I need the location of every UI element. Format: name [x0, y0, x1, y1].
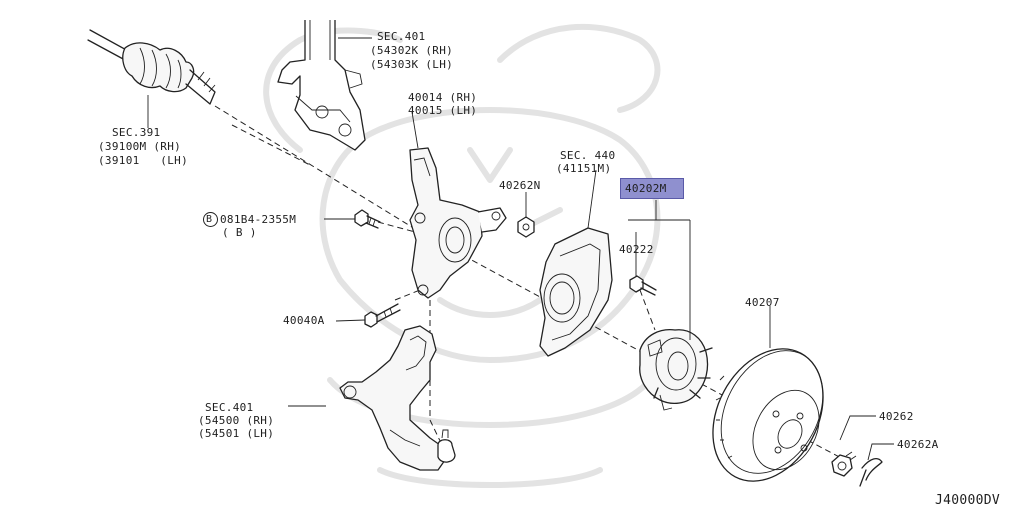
strut-rh-label: (54302K (RH)	[370, 44, 454, 57]
hub-nut-40262	[831, 451, 857, 477]
bolt-b-part-label: 081B4-2355M	[220, 213, 297, 226]
hub-bolt-label: 40222	[619, 243, 654, 256]
strut-bracket	[277, 20, 366, 151]
cotter-pin-label: 40262A	[897, 438, 939, 451]
drive-shaft	[87, 29, 216, 105]
bolt-b-qty-label: ( B )	[222, 226, 257, 239]
bolt-b-symbol-letter: B	[206, 214, 213, 225]
bolt-b-symbol: B	[203, 212, 218, 227]
nut-40262-label: 40262	[879, 410, 914, 423]
hub-assembly-label: 40202M	[625, 182, 667, 195]
baffle-part-label: (41151M)	[556, 162, 612, 175]
lower-control-arm	[339, 325, 456, 471]
strut-lh-label: (54303K (LH)	[370, 58, 454, 71]
steering-knuckle	[409, 147, 507, 299]
lower-arm-lh-label: (54501 (LH)	[198, 427, 275, 440]
bolt-081b4	[354, 209, 381, 229]
baffle-sec-label: SEC. 440	[560, 149, 616, 162]
nut-40262n-label: 40262N	[499, 179, 541, 192]
diagram-code: J40000DV	[935, 493, 1001, 508]
lower-arm-rh-label: (54500 (RH)	[198, 414, 275, 427]
brake-disc-rotor	[712, 348, 824, 482]
knuckle-rh-label: 40014 (RH)	[408, 91, 478, 104]
bolt-40040a-label: 40040A	[283, 314, 325, 327]
driveshaft-lh-label: (39101 (LH)	[98, 154, 188, 167]
nut-40262n	[517, 216, 535, 238]
strut-sec-label: SEC.401	[377, 30, 426, 43]
bolt-40040a	[364, 303, 401, 328]
knuckle-lh-label: 40015 (LH)	[408, 104, 478, 117]
leader-lines	[147, 37, 894, 461]
driveshaft-sec-label: SEC.391	[112, 126, 161, 139]
wheel-hub-assembly	[639, 329, 713, 411]
hub-assembly-highlight[interactable]: 40202M	[620, 178, 684, 199]
driveshaft-rh-label: (39100M (RH)	[98, 140, 182, 153]
lower-arm-sec-label: SEC.401	[205, 401, 254, 414]
rotor-label: 40207	[745, 296, 780, 309]
brake-baffle-plate	[539, 227, 613, 357]
cotter-pin-40262a	[859, 457, 883, 487]
hub-bolt-40222	[629, 275, 657, 296]
